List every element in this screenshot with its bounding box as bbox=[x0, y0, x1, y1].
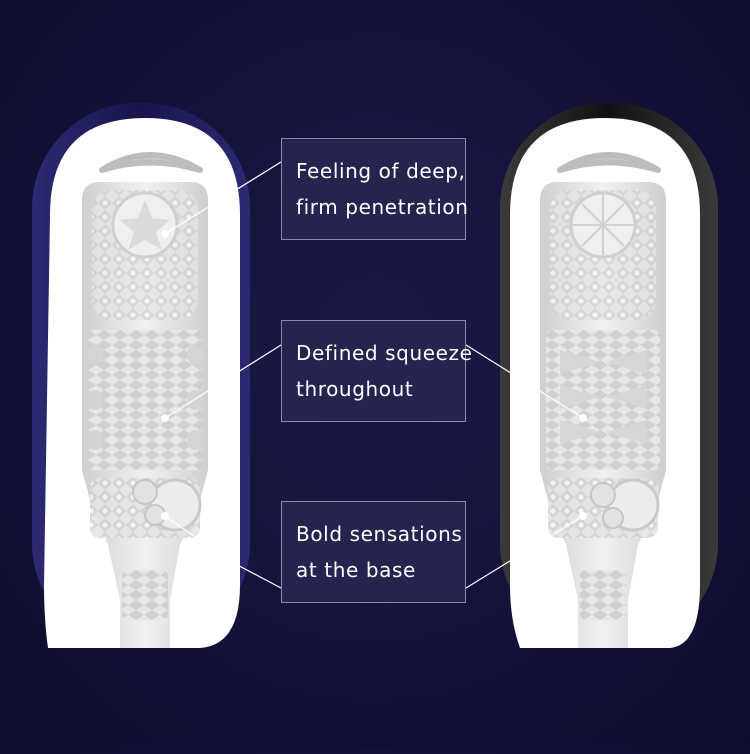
callout-middle-line1: Defined squeeze bbox=[296, 341, 473, 365]
callout-middle-line2: throughout bbox=[296, 377, 414, 401]
left-insert-texture-middle bbox=[88, 330, 202, 470]
left-device-grip bbox=[99, 152, 203, 173]
callout-top-line1: Feeling of deep, bbox=[296, 159, 466, 183]
leader-dots bbox=[161, 230, 587, 520]
leader-line-middle-left bbox=[164, 344, 282, 419]
callout-bottom-line2: at the base bbox=[296, 558, 416, 582]
callout-bottom: Bold sensations at the base bbox=[281, 501, 466, 603]
leader-line-bottom-right bbox=[465, 515, 584, 589]
callout-top: Feeling of deep, firm penetration bbox=[281, 138, 469, 240]
callout-bottom-line1: Bold sensations bbox=[296, 522, 463, 546]
leader-dot bbox=[161, 414, 169, 422]
callout-middle: Defined squeeze throughout bbox=[281, 320, 473, 422]
callout-top-line2: firm penetration bbox=[296, 195, 469, 219]
leader-dot bbox=[161, 512, 169, 520]
right-device bbox=[500, 103, 718, 648]
right-device-grip bbox=[557, 152, 661, 173]
leader-dot bbox=[579, 512, 587, 520]
leader-lines bbox=[164, 161, 584, 589]
leader-dot bbox=[161, 230, 169, 238]
leader-line-middle-right bbox=[465, 344, 584, 419]
leader-line-bottom-left bbox=[164, 515, 282, 589]
leader-line-top bbox=[164, 161, 282, 235]
leader-dot bbox=[579, 414, 587, 422]
left-device bbox=[32, 103, 250, 648]
